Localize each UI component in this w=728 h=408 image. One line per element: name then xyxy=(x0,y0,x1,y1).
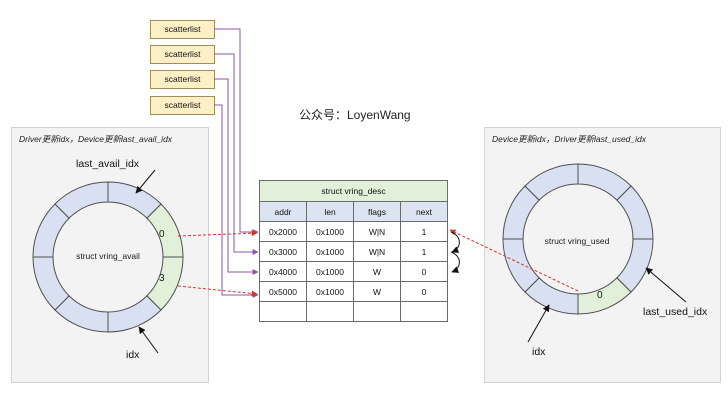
scatterlist-link-4 xyxy=(214,104,259,298)
next-chain-arrows xyxy=(450,231,460,273)
ring-to-desc-links xyxy=(177,229,579,297)
scatterlist-link-1 xyxy=(214,28,259,235)
table-row xyxy=(259,301,448,322)
vring-used-ring xyxy=(502,163,654,315)
avail-idx-arrow xyxy=(138,326,159,354)
scatterlist-link-2 xyxy=(214,53,259,255)
scatterlist-links xyxy=(214,28,259,298)
last-used-idx-label: last_used_idx xyxy=(643,306,708,318)
avail-slot0-link xyxy=(177,230,258,237)
device-panel-caption: Device更新idx，Driver更新last_used_idx xyxy=(492,134,646,144)
pointer-arrows xyxy=(135,169,687,354)
used-slot0-link xyxy=(449,229,579,292)
last-avail-idx-label: last_avail_idx xyxy=(76,158,140,170)
avail-slot3-link xyxy=(177,285,258,297)
scatterlist-box-1: scatterlist xyxy=(150,20,215,39)
driver-panel-caption: Driver更新idx，Device更新last_avail_idx xyxy=(19,134,173,144)
vring-used-label: struct vring_used xyxy=(544,236,610,246)
avail-idx-label: idx xyxy=(126,349,140,361)
vring-avail-ring xyxy=(32,181,184,333)
desc-table-title: struct vring_desc xyxy=(259,180,448,202)
scatterlist-link-3 xyxy=(214,78,259,275)
used-slot-value-0: 0 xyxy=(597,290,603,301)
used-idx-arrow xyxy=(527,304,550,343)
last-used-arrow xyxy=(645,267,687,303)
avail-slot-value-0: 0 xyxy=(159,229,165,240)
next-arrow-1 xyxy=(450,231,460,253)
avail-ring-segment xyxy=(107,181,162,219)
used-ring-segment xyxy=(577,163,632,201)
vring-desc-table: struct vring_desc addr len flags next 0x… xyxy=(259,180,448,322)
avail-slot-value-3: 3 xyxy=(159,273,165,284)
desc-cell xyxy=(400,301,448,322)
used-idx-label: idx xyxy=(532,346,546,358)
last-avail-arrow xyxy=(135,169,156,194)
next-arrow-2 xyxy=(450,251,460,273)
vring-avail-label: struct vring_avail xyxy=(76,251,140,261)
desc-header-addr: addr xyxy=(259,201,307,222)
desc-header-flags: flags xyxy=(353,201,401,222)
wechat-account-label: 公众号：LoyenWang xyxy=(299,108,411,122)
table-row: 0x5000 0x1000 W 0 xyxy=(259,281,448,302)
desc-header-len: len xyxy=(306,201,354,222)
